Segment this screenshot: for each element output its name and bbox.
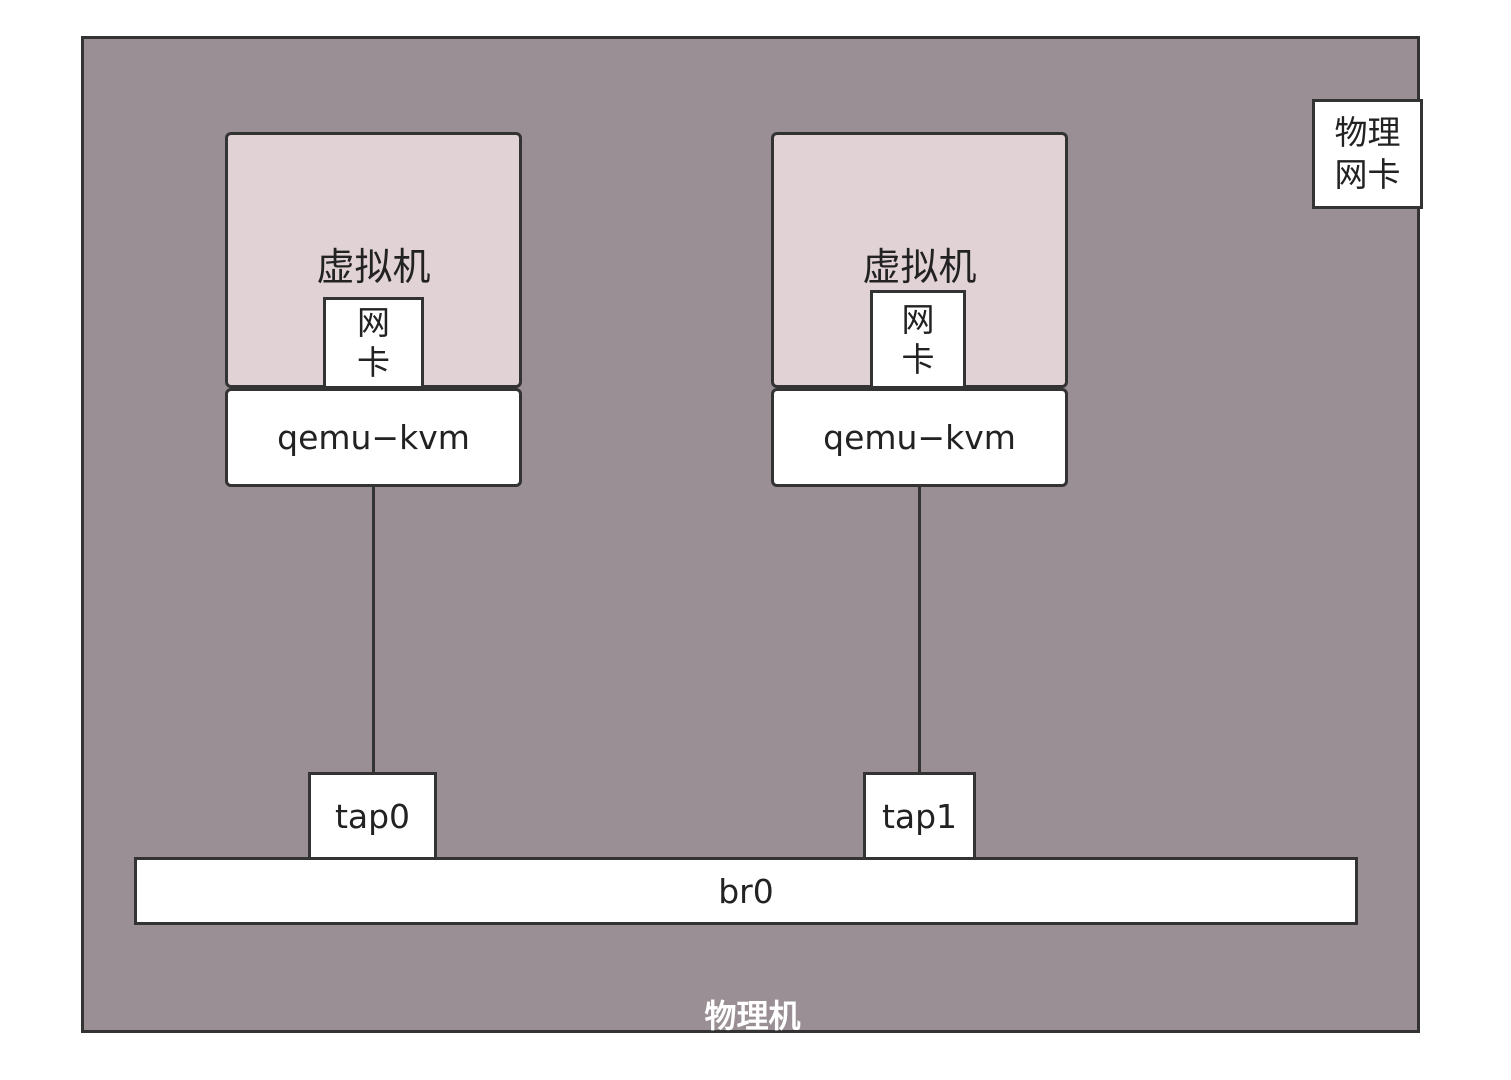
tap0-box: tap0 xyxy=(308,772,437,861)
bridge-br0-box: br0 xyxy=(134,857,1358,925)
bridge-br0-label: br0 xyxy=(718,871,774,911)
vm-label-1: 虚拟机 xyxy=(316,245,431,289)
tap1-label: tap1 xyxy=(881,797,958,836)
link-qemu1-tap0 xyxy=(372,486,375,774)
physical-nic-label: 物理网卡 xyxy=(1334,113,1401,194)
qemu-kvm-label-2: qemu−kvm xyxy=(823,418,1016,457)
qemu-kvm-label-1: qemu−kvm xyxy=(277,418,470,457)
physical-nic-box: 物理网卡 xyxy=(1312,99,1423,209)
vm-nic-box-2: 网卡 xyxy=(870,290,966,389)
tap1-box: tap1 xyxy=(863,772,976,861)
vm-nic-label-1: 网卡 xyxy=(357,303,390,382)
physical-host-label: 物理机 xyxy=(704,997,801,1035)
vm-label-2: 虚拟机 xyxy=(862,245,977,289)
link-qemu2-tap1 xyxy=(918,486,921,774)
qemu-kvm-box-2: qemu−kvm xyxy=(771,388,1068,487)
vm-nic-label-2: 网卡 xyxy=(901,299,935,379)
tap0-label: tap0 xyxy=(334,797,411,836)
vm-nic-box-1: 网卡 xyxy=(323,297,424,389)
qemu-kvm-box-1: qemu−kvm xyxy=(225,388,522,487)
